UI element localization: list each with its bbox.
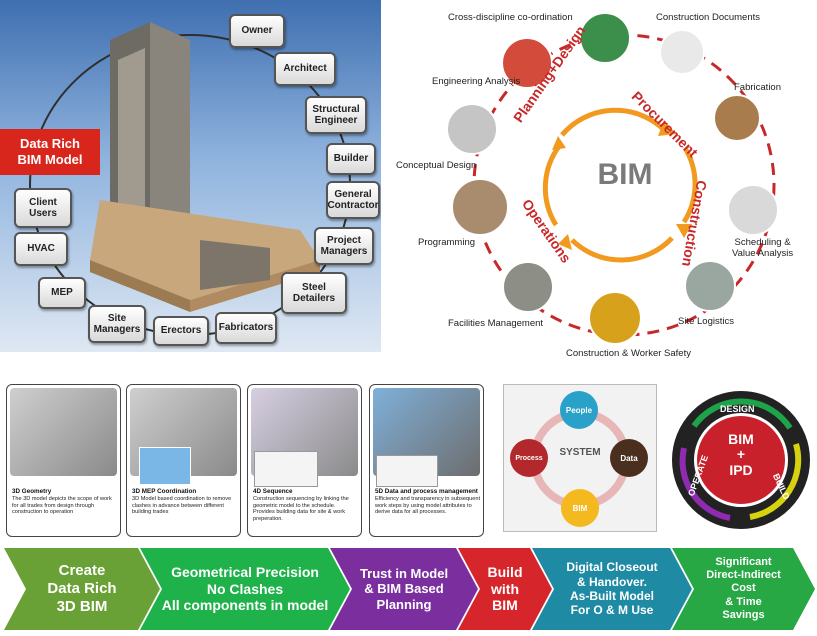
card-table-inset: [376, 455, 438, 487]
ipd-ring-design: DESIGN: [720, 404, 755, 414]
card-description: 3D Model based coordination to remove cl…: [132, 496, 232, 516]
flow-step-geometrical-precision: Geometrical Precision No Clashes All com…: [140, 548, 350, 630]
stage-cross-discipline: Cross-discipline co-ordination: [448, 12, 573, 23]
building-illustration: [90, 22, 320, 312]
photo-construction-documents: [659, 29, 705, 75]
stage-programming: Programming: [418, 237, 476, 248]
ipd-ring: [672, 391, 810, 529]
role-general-contractor: General Contractor: [326, 181, 380, 219]
card-inset-image: [139, 447, 191, 485]
role-site-managers: Site Managers: [88, 305, 146, 343]
photo-scheduling: [727, 184, 779, 236]
flow-step-create-bim: Create Data Rich 3D BIM: [4, 548, 160, 630]
card-title: 3D MEP Coordination: [132, 488, 197, 495]
ipd-center-label: BIM + IPD: [728, 431, 754, 478]
photo-programming: [451, 178, 509, 236]
card-title: 5D Data and process management: [375, 488, 478, 495]
flow-step-cost-savings: Significant Direct-Indirect Cost & Time …: [672, 548, 815, 630]
role-builder: Builder: [326, 143, 376, 175]
system-node-data: Data: [610, 439, 648, 477]
role-erectors: Erectors: [153, 316, 209, 346]
role-project-managers: Project Managers: [314, 227, 374, 265]
card-description: The 3D model depicts the scope of work f…: [12, 496, 112, 516]
stage-conceptual-design: Conceptual Design: [396, 160, 477, 171]
stage-construction-documents: Construction Documents: [656, 12, 761, 23]
photo-fabrication: [713, 94, 761, 142]
stakeholder-panel: Data Rich BIM Model Owner Architect Stru…: [0, 0, 381, 352]
system-node-people: People: [560, 391, 598, 429]
system-center-label: SYSTEM: [559, 447, 601, 458]
photo-worker-safety: [588, 291, 642, 345]
bim-model-label: Data Rich BIM Model: [0, 129, 100, 175]
stakeholder-ring: [29, 22, 351, 336]
photo-site-logistics: [684, 260, 736, 312]
flow-step-build-with-bim: Build with BIM: [458, 548, 552, 630]
lifecycle-center-label: BIM: [597, 158, 653, 191]
card-description: Construction sequencing by linking the g…: [253, 496, 349, 523]
role-fabricators: Fabricators: [215, 312, 277, 344]
photo-conceptual: [446, 103, 498, 155]
photo-coordination: [579, 12, 631, 64]
card-3d-mep: 3D MEP Coordination 3D Model based coord…: [126, 384, 241, 537]
card-title: 3D Geometry: [12, 488, 52, 495]
card-5d-data: 5D Data and process management Efficienc…: [369, 384, 484, 537]
lifecycle-graphic: [446, 12, 779, 345]
stage-site-logistics: Site Logistics: [678, 316, 734, 327]
card-image: [10, 388, 117, 476]
bim-ipd-diagram: BIM + IPD DESIGN BUILD OPERATE: [672, 386, 810, 534]
stage-worker-safety: Construction & Worker Safety: [566, 348, 691, 359]
stage-fabrication: Fabrication: [734, 82, 781, 93]
stage-facilities: Facilities Management: [448, 318, 544, 329]
system-node-process: Process: [510, 439, 548, 477]
card-title: 4D Sequence: [253, 488, 293, 495]
card-description: Efficiency and transparency in subsequen…: [375, 496, 481, 516]
system-diagram: SYSTEM People Data BIM Process: [503, 384, 657, 532]
system-node-bim: BIM: [561, 489, 599, 527]
flow-step-digital-closeout: Digital Closeout & Handover. As-Built Mo…: [532, 548, 692, 630]
card-schedule-inset: [254, 451, 318, 487]
flow-step-trust-in-model: Trust in Model & BIM Based Planning: [330, 548, 478, 630]
role-architect: Architect: [274, 52, 336, 86]
bim-lifecycle-diagram: BIM Planning+Design Procurement Construc…: [392, 0, 817, 364]
card-3d-geometry: 3D Geometry The 3D model depicts the sco…: [6, 384, 121, 537]
role-mep: MEP: [38, 277, 86, 309]
card-4d-sequence: 4D Sequence Construction sequencing by l…: [247, 384, 362, 537]
stage-engineering-analysis: Engineering Analysis: [432, 76, 521, 87]
photo-engineering: [501, 37, 553, 89]
role-owner: Owner: [229, 14, 285, 48]
stage-scheduling: Scheduling & Value Analysis: [732, 237, 794, 260]
role-steel-detailers: Steel Detailers: [281, 272, 347, 314]
role-client-users: Client Users: [14, 188, 72, 228]
photo-facilities: [502, 261, 554, 313]
role-hvac: HVAC: [14, 232, 68, 266]
role-structural-engineer: Structural Engineer: [305, 96, 367, 134]
